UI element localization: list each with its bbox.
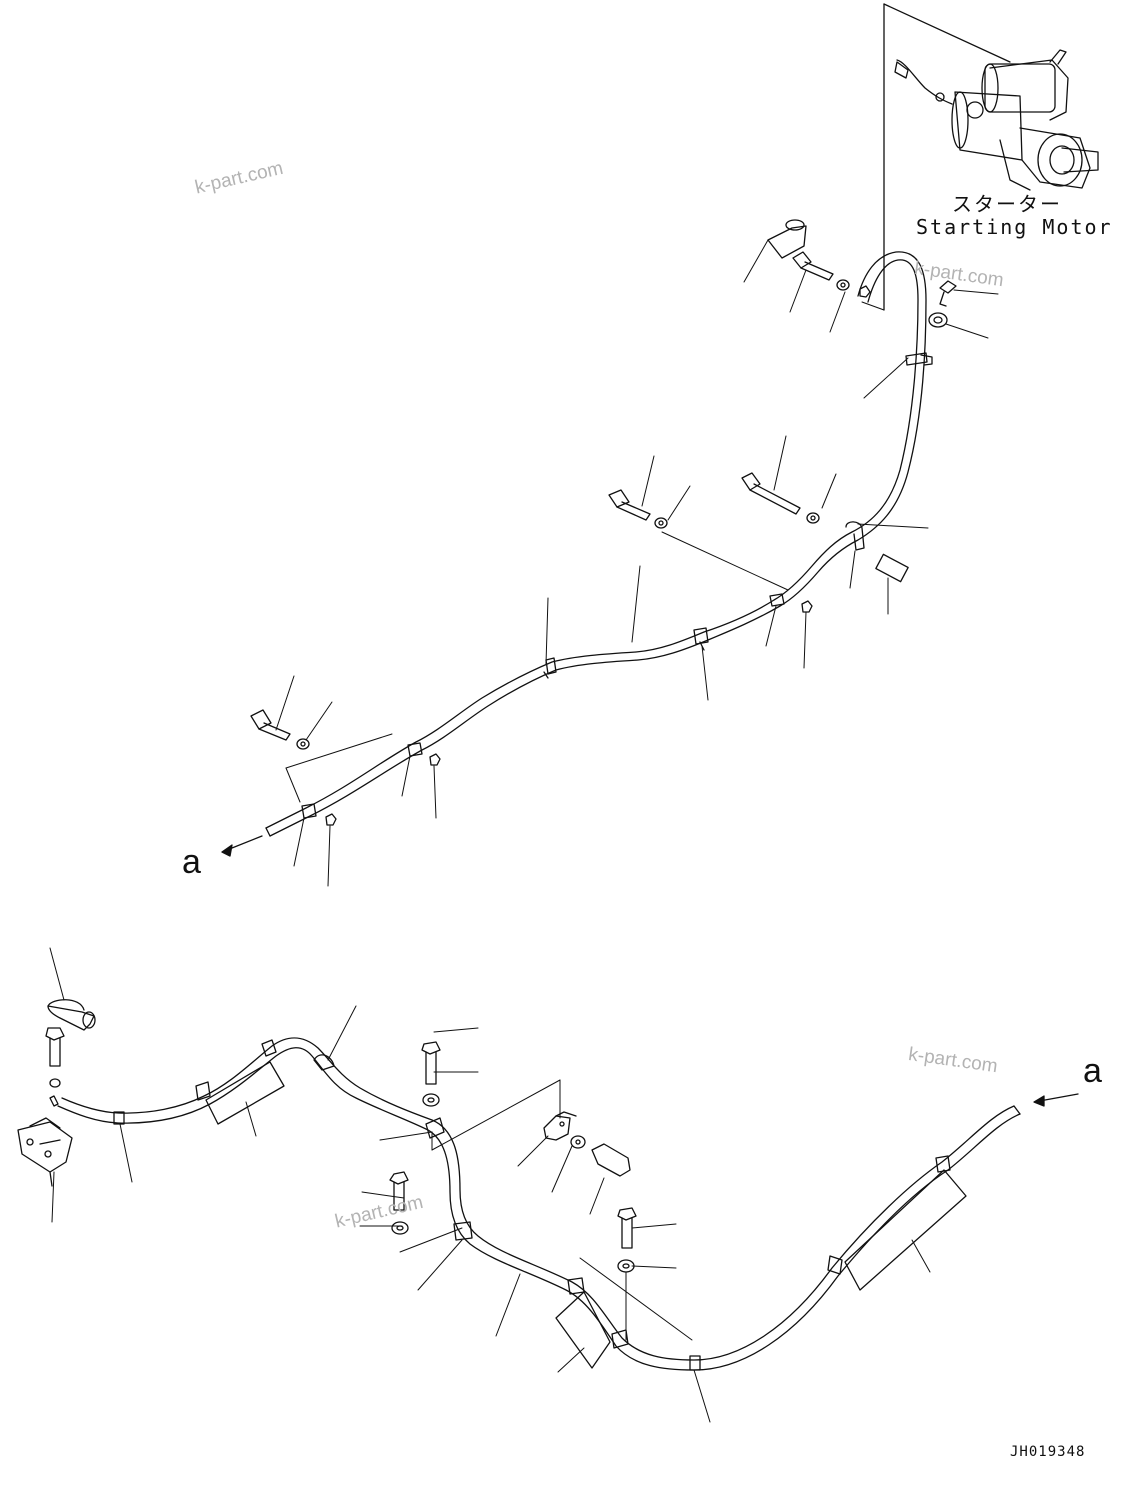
clamp-icon — [113, 1039, 951, 1371]
connection-ref-left: a — [182, 843, 201, 881]
harness-sleeve — [205, 1061, 967, 1369]
nut-icon — [325, 285, 871, 826]
drawing-code: JH019348 — [1010, 1444, 1086, 1460]
upper-harness-cable — [265, 251, 927, 837]
washer-icon — [49, 1078, 635, 1273]
leader-lines-upper — [275, 239, 999, 887]
arrow-icon — [1033, 1093, 1079, 1107]
relay-icon — [17, 1095, 73, 1187]
arrow-icon — [221, 835, 263, 857]
connection-ref-right: a — [1083, 1052, 1102, 1090]
bolt-icon — [45, 1027, 637, 1249]
leader-lines-lower — [49, 947, 931, 1423]
terminal-cover-icon — [47, 999, 96, 1031]
lower-harness-cable — [57, 1037, 1021, 1371]
collar-icon — [875, 553, 909, 583]
starting-motor-icon — [883, 3, 1099, 311]
washer-icon — [296, 279, 948, 750]
terminal-cover-icon — [767, 219, 807, 259]
clamp-icon — [301, 352, 933, 819]
starter-label-en: Starting Motor — [916, 215, 1113, 239]
starter-label-jp: スターター — [952, 192, 1062, 216]
bolt-icon — [250, 251, 957, 741]
